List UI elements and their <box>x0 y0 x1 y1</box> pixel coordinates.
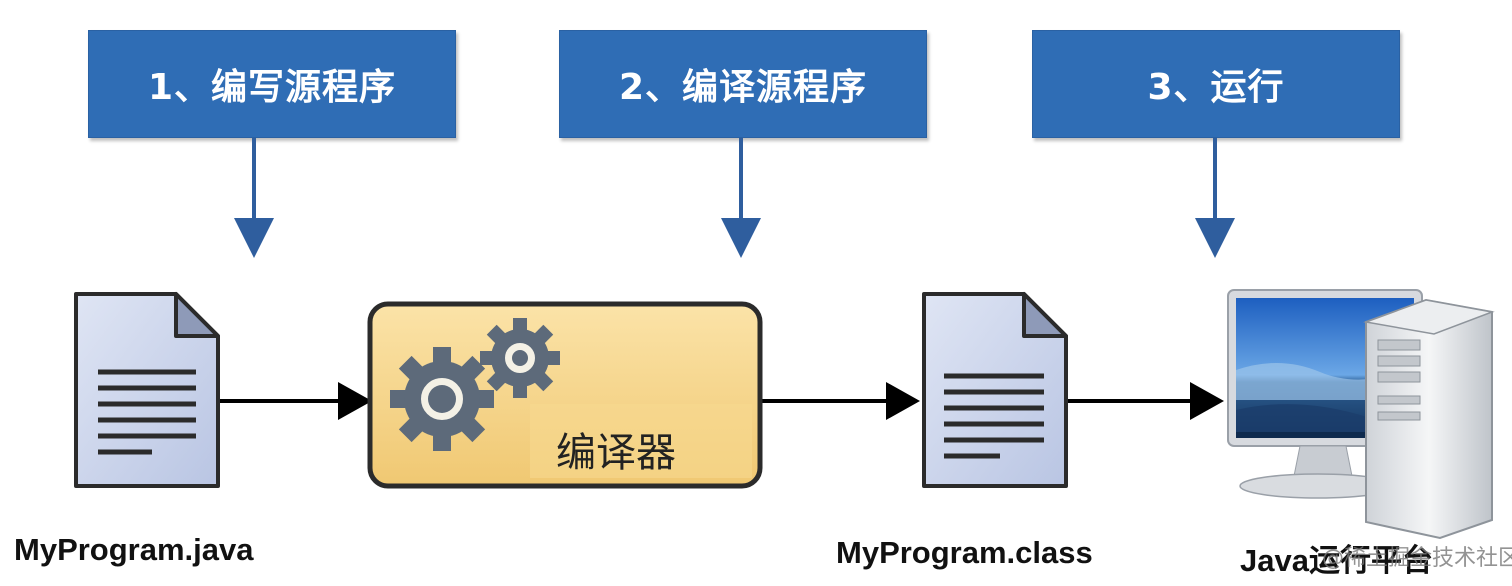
step-run-label: 3、运行 <box>1147 67 1285 108</box>
step-write-source-label: 1、编写源程序 <box>147 67 397 108</box>
compiler-box <box>367 301 763 489</box>
step-run-box: 3、运行 <box>1032 30 1400 138</box>
java-file-label: MyProgram.java <box>14 532 254 567</box>
step-compile-source-label: 2、编译源程序 <box>618 67 868 108</box>
java-source-file-icon <box>74 292 220 488</box>
small-gear-icon <box>480 318 560 398</box>
compiler-label: 编译器 <box>556 430 676 476</box>
flow-arrow-3 <box>1068 382 1224 420</box>
watermark-text: @稀土掘金技术社区 <box>1322 546 1512 571</box>
class-file-icon <box>922 292 1068 488</box>
step-write-source-box: 1、编写源程序 <box>88 30 456 138</box>
class-file-label: MyProgram.class <box>836 535 1093 570</box>
flow-arrow-1 <box>220 382 372 420</box>
large-gear-icon <box>390 347 494 451</box>
flow-arrow-2 <box>762 382 920 420</box>
step-compile-source-box: 2、编译源程序 <box>559 30 927 138</box>
computer-platform-icon <box>1227 289 1495 540</box>
java-platform-label: Java运行平台 <box>1240 543 1433 578</box>
